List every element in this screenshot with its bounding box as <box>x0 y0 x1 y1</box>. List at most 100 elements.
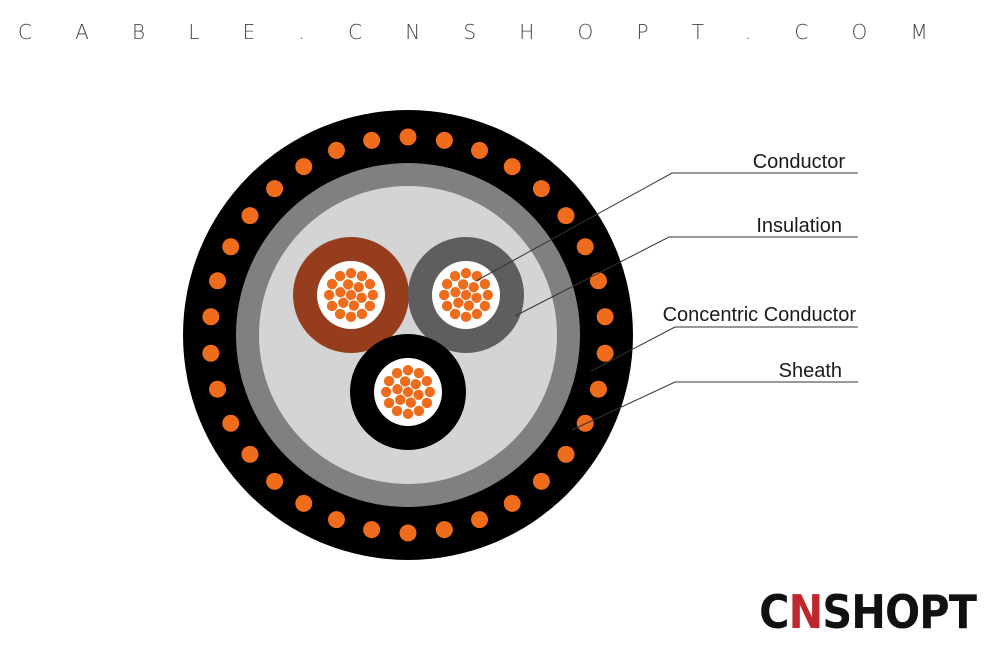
conductor-strand <box>449 270 462 283</box>
conductor-strand <box>399 375 412 388</box>
conductor-strand <box>459 267 472 280</box>
concentric-wire <box>327 511 345 529</box>
conductor-strand <box>391 404 404 417</box>
concentric-conductor-wires <box>202 128 614 542</box>
conductor-strand <box>363 299 376 312</box>
conductor-strand <box>366 288 379 301</box>
conductor-strand <box>342 278 355 291</box>
conductor-strand <box>470 307 483 320</box>
leader-lines <box>475 172 858 431</box>
conductor-strand <box>355 307 368 320</box>
conductor-strand <box>449 307 462 320</box>
conductor-strand <box>409 378 422 391</box>
conductor-strand <box>420 396 433 409</box>
sheath-leader-line <box>571 381 858 431</box>
conductor-strand <box>326 278 339 291</box>
concentric-wire <box>222 238 240 256</box>
core-brown-conductor <box>323 267 379 323</box>
concentric-wire <box>576 414 594 432</box>
label-insulation: Insulation <box>756 215 842 237</box>
conductor-strand <box>380 385 393 398</box>
concentric-wire <box>503 158 521 176</box>
concentric-wire <box>209 380 227 398</box>
conductor-strand <box>478 299 491 312</box>
conductor-strand <box>478 278 491 291</box>
concentric-wire <box>596 308 614 326</box>
site-url: CABLE.CNSHOPT.COM <box>18 20 971 44</box>
conductor-strand <box>383 375 396 388</box>
core-black-conductor <box>380 364 436 420</box>
concentric-wire <box>266 180 284 198</box>
concentric-wire <box>589 272 607 290</box>
conductor-strand <box>462 299 475 312</box>
conductor-leader-line <box>475 172 858 282</box>
concentric-wire <box>589 380 607 398</box>
concentric-wire <box>435 521 453 539</box>
conductor-strand <box>452 296 465 309</box>
concentric-wire <box>241 445 259 463</box>
concentric-wire <box>202 344 220 362</box>
concentric-wire <box>557 207 575 225</box>
conductor-strand <box>326 299 339 312</box>
conductor-strand <box>438 288 451 301</box>
conductor-strand <box>457 278 470 291</box>
conductor-strand <box>323 288 336 301</box>
label-conductor: Conductor <box>753 151 846 173</box>
concentric-wire <box>471 511 489 529</box>
conductor-strand <box>481 288 494 301</box>
concentric-wire <box>399 128 417 146</box>
conductor-strand <box>412 367 425 380</box>
concentric-conductor-leader-line <box>590 326 858 372</box>
concentric-wire <box>266 472 284 490</box>
concentric-wire <box>471 141 489 159</box>
logo-text-end: SHOPT <box>822 585 977 639</box>
concentric-wire <box>532 472 550 490</box>
conductor-strand <box>334 270 347 283</box>
concentric-wire <box>222 414 240 432</box>
conductor-strand <box>383 396 396 409</box>
concentric-wire <box>399 524 417 542</box>
conductor-strand <box>337 296 350 309</box>
concentric-wire <box>576 238 594 256</box>
conductor-strand <box>394 393 407 406</box>
conductor-strand <box>344 267 357 280</box>
conductor-strand <box>467 281 480 294</box>
label-sheath: Sheath <box>779 360 842 382</box>
conductor-strand <box>334 307 347 320</box>
conductor-strand <box>449 286 462 299</box>
conductor-strand <box>334 286 347 299</box>
concentric-wire <box>295 494 313 512</box>
concentric-wire <box>363 131 381 149</box>
conductor-strand <box>404 396 417 409</box>
conductor-strand <box>401 407 414 420</box>
conductor-strand <box>420 375 433 388</box>
logo-text-accent: N <box>788 585 824 639</box>
conductor-strand <box>401 364 414 377</box>
conductor-strand <box>441 278 454 291</box>
concentric-wire <box>241 207 259 225</box>
concentric-wire <box>435 131 453 149</box>
insulation-leader-line <box>514 236 858 317</box>
conductor-strand <box>344 310 357 323</box>
conductor-strand <box>363 278 376 291</box>
concentric-wire <box>363 521 381 539</box>
concentric-wire <box>295 158 313 176</box>
concentric-wire <box>202 308 220 326</box>
conductor-strand <box>355 270 368 283</box>
concentric-wire <box>503 494 521 512</box>
label-concentric-conductor: Concentric Conductor <box>663 304 857 326</box>
core-grey-conductor <box>438 267 494 323</box>
conductor-strand <box>352 281 365 294</box>
logo-text-start: C <box>759 585 789 639</box>
concentric-wire <box>557 445 575 463</box>
cable-cross-section <box>183 110 633 560</box>
conductor-strand <box>459 310 472 323</box>
conductor-strand <box>391 367 404 380</box>
conductor-strand <box>423 385 436 398</box>
concentric-wire <box>532 180 550 198</box>
concentric-wire <box>209 272 227 290</box>
conductor-strand <box>391 383 404 396</box>
conductor-strand <box>441 299 454 312</box>
concentric-wire <box>327 141 345 159</box>
